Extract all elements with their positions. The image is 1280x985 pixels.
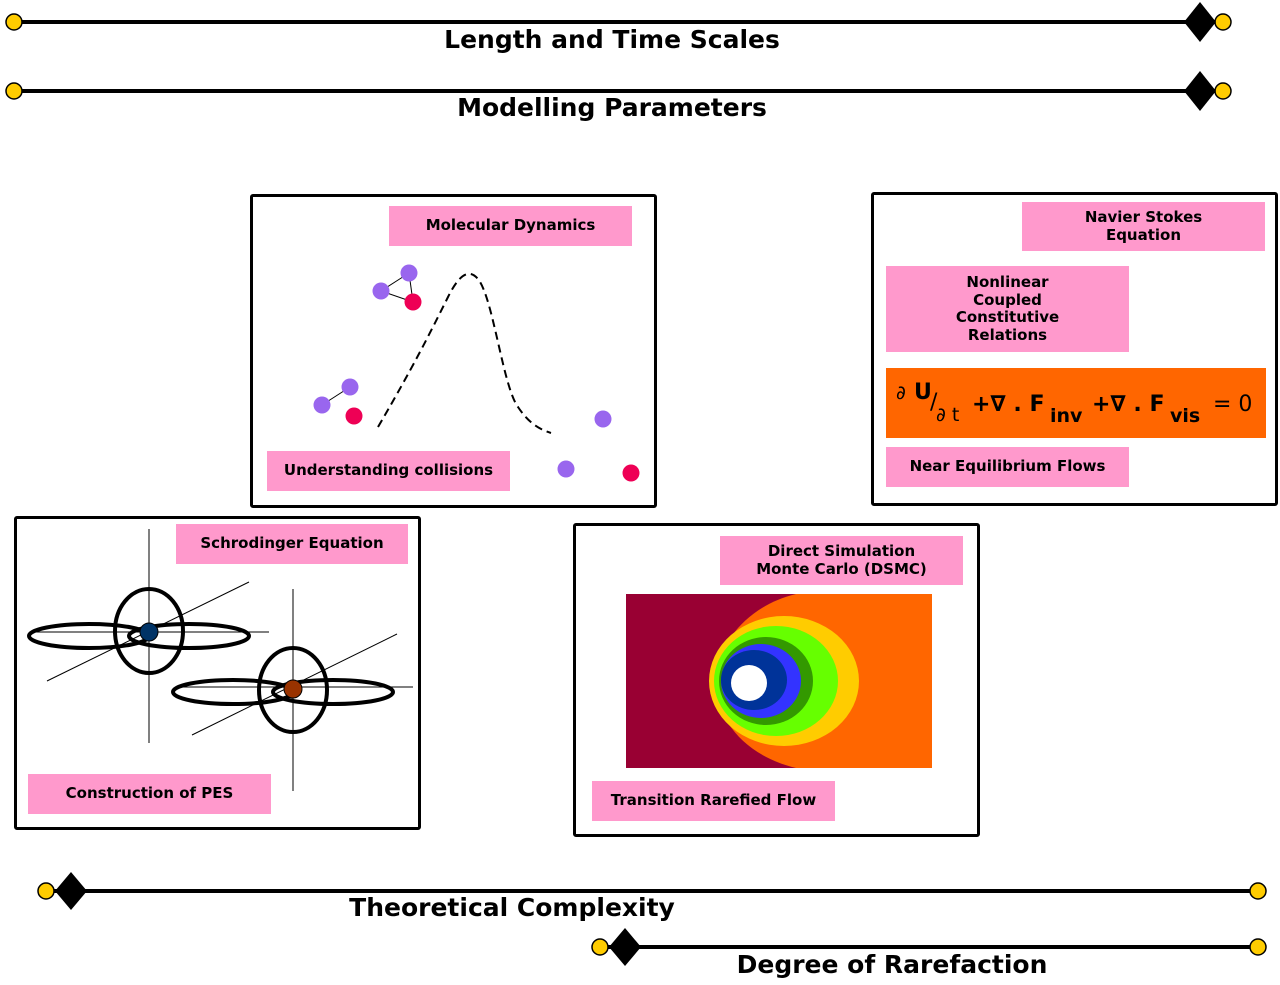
axis-rarefaction	[591, 928, 1267, 966]
axis-length-time	[5, 2, 1232, 42]
diamond-marker-icon	[1184, 2, 1216, 42]
tag-construction-pes: Construction of PES	[28, 774, 271, 814]
circle-endpoint-icon	[5, 13, 23, 31]
tag-near-equilibrium: Near Equilibrium Flows	[886, 447, 1129, 487]
md-illustration	[313, 264, 640, 482]
diamond-marker-icon	[609, 928, 641, 966]
orbital-icon	[27, 529, 269, 743]
circle-endpoint-icon	[37, 882, 55, 900]
axis-modelling	[5, 71, 1232, 111]
circle-endpoint-icon	[1214, 13, 1232, 31]
atom-icon	[622, 464, 640, 482]
eq-slash: /	[930, 390, 938, 415]
eq-rhs: = 0	[1213, 392, 1253, 417]
atom-icon	[557, 460, 575, 478]
eq-partial: ∂	[896, 382, 906, 404]
eq-vis: vis	[1170, 405, 1201, 427]
eq-dt: ∂ t	[936, 404, 960, 426]
orbital-icon	[171, 589, 413, 791]
axis-label-rarefaction: Degree of Rarefaction	[736, 950, 1048, 979]
atom-icon	[372, 264, 422, 311]
circle-endpoint-icon	[1249, 938, 1267, 956]
circle-endpoint-icon	[5, 82, 23, 100]
tag-dsmc: Direct Simulation Monte Carlo (DSMC)	[720, 536, 963, 585]
atom-icon	[594, 410, 612, 428]
circle-endpoint-icon	[1249, 882, 1267, 900]
energy-barrier-curve	[377, 272, 552, 434]
orbital-illustration	[27, 529, 413, 791]
dsmc-contour-plot	[626, 594, 932, 768]
axis-theoretical	[37, 872, 1267, 910]
axis-label-theoretical: Theoretical Complexity	[349, 893, 675, 922]
eq-inv: inv	[1050, 405, 1083, 427]
tag-transition-rarefied: Transition Rarefied Flow	[592, 781, 835, 821]
axis-label-length-time: Length and Time Scales	[444, 25, 780, 54]
axis-label-modelling: Modelling Parameters	[457, 93, 767, 122]
tag-understanding-collisions: Understanding collisions	[267, 451, 510, 491]
diamond-marker-icon	[55, 872, 87, 910]
circle-endpoint-icon	[1214, 82, 1232, 100]
circle-endpoint-icon	[591, 938, 609, 956]
tag-molecular-dynamics: Molecular Dynamics	[389, 206, 632, 246]
eq-div-finv: +∇ . F	[972, 392, 1045, 417]
navier-stokes-equation: ∂ U / ∂ t +∇ . F inv +∇ . F vis = 0	[886, 368, 1266, 438]
tag-constitutive-relations: Nonlinear Coupled Constitutive Relations	[886, 266, 1129, 352]
tag-schrodinger: Schrodinger Equation	[176, 524, 408, 564]
tag-navier-stokes: Navier Stokes Equation	[1022, 202, 1265, 251]
diamond-marker-icon	[1184, 71, 1216, 111]
eq-div-fvis: +∇ . F	[1092, 392, 1165, 417]
eq-u: U	[914, 380, 932, 405]
atom-icon	[313, 378, 363, 425]
